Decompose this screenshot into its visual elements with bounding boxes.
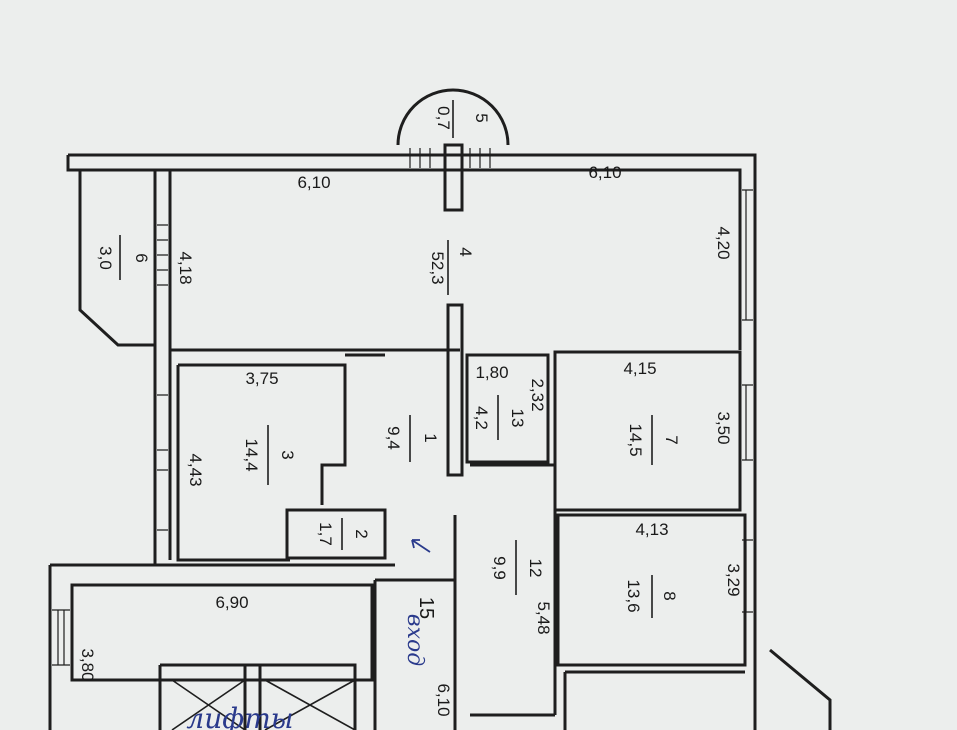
room-number: 4 xyxy=(456,247,475,256)
windows xyxy=(52,148,753,666)
room-area: 14,4 xyxy=(242,438,261,471)
room-8: 4,13 8 13,6 3,29 xyxy=(624,520,743,618)
dimension: 3,75 xyxy=(245,369,278,388)
room-area: 3,0 xyxy=(96,246,115,270)
room-3: 3,75 3 14,4 4,43 xyxy=(186,369,297,487)
room-area: 0,7 xyxy=(434,106,453,130)
dimension: 4,13 xyxy=(635,520,668,539)
room-number: 3 xyxy=(278,450,297,459)
room-area: 14,5 xyxy=(626,423,645,456)
room-number: 13 xyxy=(508,409,527,428)
balcony-arc xyxy=(396,88,510,146)
dimension: 6,10 xyxy=(434,683,453,716)
dimension: 3,29 xyxy=(724,563,743,596)
dimension: 4,20 xyxy=(714,226,733,259)
dimension: 4,18 xyxy=(176,251,195,284)
room-area: 4,2 xyxy=(472,406,491,430)
room-area: 9,4 xyxy=(384,426,403,450)
dimension: 2,32 xyxy=(528,378,547,411)
walls xyxy=(48,143,832,730)
dimension: 4,15 xyxy=(623,359,656,378)
room-number: 8 xyxy=(660,591,679,600)
handwritten-notes: вход лифты xyxy=(186,539,431,730)
dimension: 6,10 xyxy=(588,163,621,182)
room-15: 15 6,10 xyxy=(415,597,453,717)
entrance-arrow-icon xyxy=(411,539,431,553)
entrance-note: вход xyxy=(402,614,427,666)
room-1: 1 9,4 xyxy=(384,415,440,462)
room-area: 1,7 xyxy=(316,522,335,546)
room-number: 5 xyxy=(472,113,491,122)
dimension: 4,43 xyxy=(186,453,205,486)
room-number: 7 xyxy=(662,435,681,444)
dimension: 3,80 xyxy=(78,648,97,681)
room-13: 1,80 2,32 13 4,2 xyxy=(472,363,547,440)
room-12: 12 9,9 5,48 xyxy=(490,540,553,635)
room-2: 2 1,7 xyxy=(316,518,371,550)
room-number: 15 xyxy=(415,597,437,619)
dimension: 1,80 xyxy=(475,363,508,382)
room-5: 5 0,7 xyxy=(434,100,491,138)
room-number: 12 xyxy=(526,559,545,578)
lifts-note: лифты xyxy=(186,702,293,730)
dimension: 3,50 xyxy=(714,411,733,444)
room-area: 9,9 xyxy=(490,556,509,580)
room-number: 2 xyxy=(352,529,371,538)
room-number: 6 xyxy=(132,253,151,262)
dimension: 6,10 xyxy=(297,173,330,192)
room-number: 1 xyxy=(421,433,440,442)
room-7: 4,15 7 14,5 3,50 xyxy=(623,359,733,465)
dimension: 6,90 xyxy=(215,593,248,612)
room-area: 52,3 xyxy=(428,251,447,284)
room-area: 13,6 xyxy=(624,579,643,612)
dimension: 5,48 xyxy=(534,601,553,634)
room-4: 4 52,3 6,10 6,10 4,20 4,18 xyxy=(176,163,733,295)
lift-hall: 6,90 3,80 xyxy=(78,593,249,682)
room-6: 6 3,0 xyxy=(96,235,151,280)
